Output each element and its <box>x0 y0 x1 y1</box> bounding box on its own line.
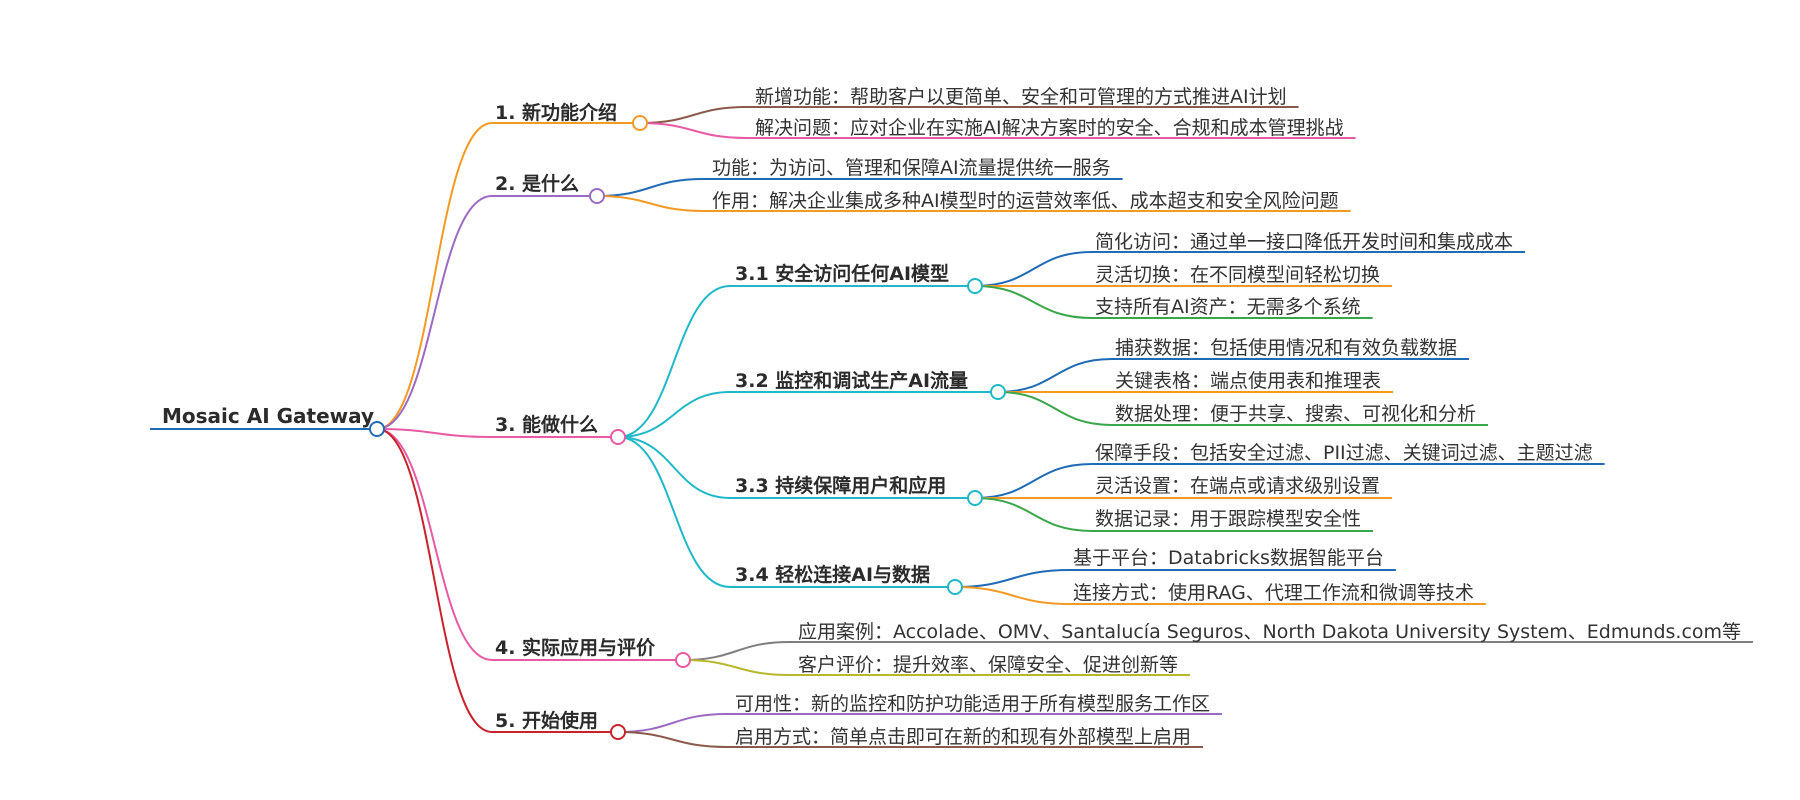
leaf-label-data-processing: 数据处理：便于共享、搜索、可视化和分析 <box>1115 403 1476 425</box>
leaf-label-protection-means: 保障手段：包括安全过滤、PII过滤、关键词过滤、主题过滤 <box>1095 442 1593 464</box>
edge-root-b1 <box>376 122 493 430</box>
edge-b4l2 <box>682 659 791 676</box>
leaf-label-data-logging: 数据记录：用于跟踪模型安全性 <box>1095 508 1361 530</box>
edge-b2l1 <box>596 178 705 197</box>
leaf-label-enable-method: 启用方式：简单点击即可在新的和现有外部模型上启用 <box>735 726 1191 748</box>
leaf-label-function: 功能：为访问、管理和保障AI流量提供统一服务 <box>712 157 1111 179</box>
edge-s4 <box>617 436 731 588</box>
leaf-label-problems-solved: 解决问题：应对企业在实施AI解决方案时的安全、合规和成本管理挑战 <box>755 117 1344 139</box>
leaf-label-use-cases: 应用案例：Accolade、OMV、Santalucía Seguros、Nor… <box>798 621 1741 643</box>
edge-s4l1 <box>954 569 1071 588</box>
leaf-label-simplified-access: 简化访问：通过单一接口降低开发时间和集成成本 <box>1095 231 1513 253</box>
edge-root-b2 <box>376 195 493 430</box>
edge-b4l1 <box>682 641 791 661</box>
edge-s1l3 <box>974 285 1093 319</box>
root-node-label: Mosaic AI Gateway <box>162 404 374 428</box>
edge-s3 <box>617 436 731 499</box>
node-s3 <box>967 490 983 506</box>
leaf-label-new-features-added: 新增功能：帮助客户以更简单、安全和可管理的方式推进AI计划 <box>755 86 1287 108</box>
edge-s1l1 <box>974 251 1093 287</box>
edge-s2l1 <box>997 358 1113 393</box>
sub-branch-label-3-3: 3.3 持续保障用户和应用 <box>735 474 946 497</box>
edge-b1l2 <box>639 122 748 139</box>
branch-label-capabilities: 3. 能做什么 <box>495 413 598 436</box>
edge-root-b5 <box>376 428 493 733</box>
edge-s3l1 <box>974 463 1093 499</box>
leaf-label-capture-data: 捕获数据：包括使用情况和有效负载数据 <box>1115 337 1457 359</box>
leaf-label-key-tables: 关键表格：端点使用表和推理表 <box>1115 370 1381 392</box>
node-b4 <box>675 652 691 668</box>
edge-b1l1 <box>639 106 748 124</box>
leaf-label-flexible-switch: 灵活切换：在不同模型间轻松切换 <box>1095 264 1380 286</box>
leaf-label-all-ai-assets: 支持所有AI资产：无需多个系统 <box>1095 296 1361 318</box>
node-s1 <box>967 278 983 294</box>
sub-branch-label-3-4: 3.4 轻松连接AI与数据 <box>735 563 930 586</box>
leaf-label-purpose: 作用：解决企业集成多种AI模型时的运营效率低、成本超支和安全风险问题 <box>712 190 1339 212</box>
branch-label-what-is: 2. 是什么 <box>495 172 579 195</box>
edge-b2l2 <box>596 195 705 212</box>
node-s4 <box>947 579 963 595</box>
leaf-label-availability: 可用性：新的监控和防护功能适用于所有模型服务工作区 <box>735 693 1210 715</box>
edge-s1 <box>617 285 731 438</box>
edge-b5l2 <box>617 731 728 748</box>
node-b2 <box>589 188 605 204</box>
edge-s2 <box>617 391 731 438</box>
node-b5 <box>610 724 626 740</box>
mindmap-node-circles <box>369 115 1006 740</box>
node-s2 <box>990 384 1006 400</box>
node-b1 <box>632 115 648 131</box>
edge-s2l3 <box>997 391 1113 426</box>
edge-s4l2 <box>954 586 1071 605</box>
branch-label-applications: 4. 实际应用与评价 <box>495 636 656 659</box>
leaf-label-based-on-platform: 基于平台：Databricks数据智能平台 <box>1073 547 1384 569</box>
edge-b5l1 <box>617 713 728 733</box>
mindmap-edges <box>376 106 1113 748</box>
leaf-label-flexible-settings: 灵活设置：在端点或请求级别设置 <box>1095 475 1380 497</box>
edge-s3l3 <box>974 497 1093 532</box>
node-b3 <box>610 429 626 445</box>
leaf-label-customer-reviews: 客户评价：提升效率、保障安全、促进创新等 <box>798 654 1178 676</box>
branch-label-new-features: 1. 新功能介绍 <box>495 101 617 124</box>
mindmap-underlines <box>150 106 1754 748</box>
branch-label-get-started: 5. 开始使用 <box>495 709 598 732</box>
sub-branch-label-3-2: 3.2 监控和调试生产AI流量 <box>735 369 968 392</box>
leaf-label-connection-method: 连接方式：使用RAG、代理工作流和微调等技术 <box>1073 582 1474 604</box>
edge-root-b3 <box>376 428 493 438</box>
node-root <box>369 421 385 437</box>
edge-root-b4 <box>376 428 493 661</box>
sub-branch-label-3-1: 3.1 安全访问任何AI模型 <box>735 262 949 285</box>
